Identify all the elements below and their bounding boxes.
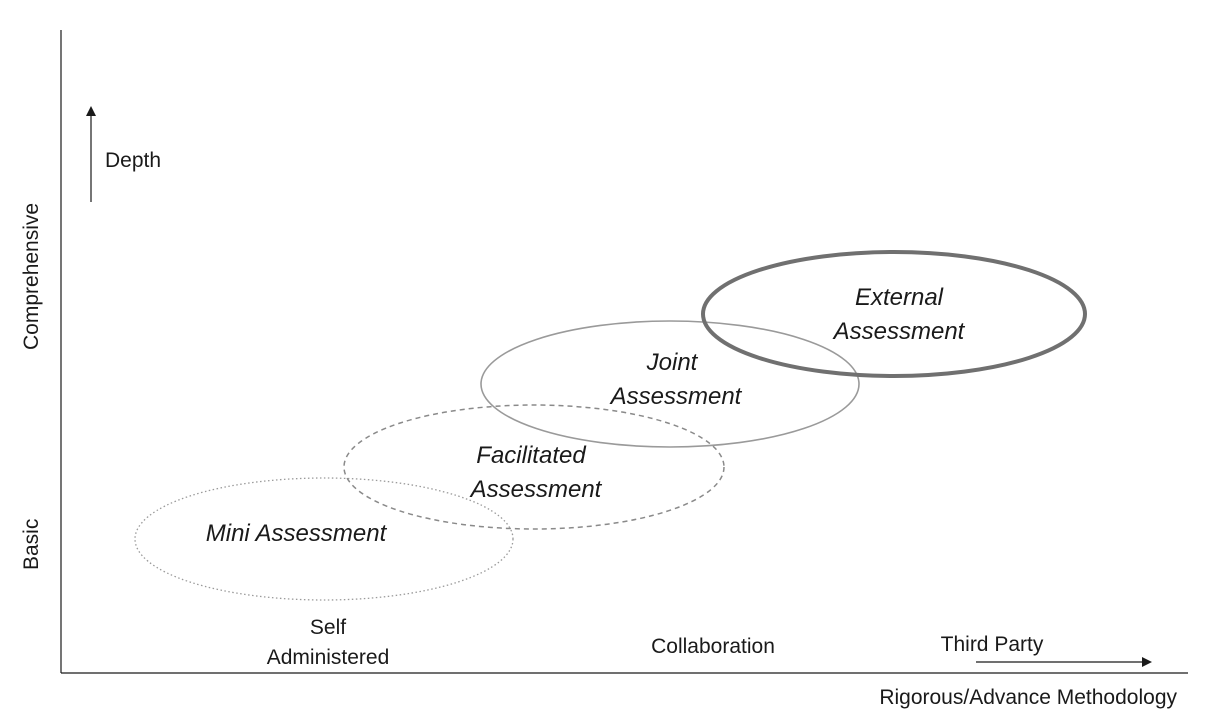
y-low-label: Basic [20,519,43,570]
external-label-line2: Assessment [832,318,966,345]
external-label-line1: External [855,284,944,311]
facilitated-label-line2: Assessment [469,476,603,503]
depth-label: Depth [105,149,161,172]
facilitated-assessment-ellipse [343,404,725,530]
joint-label-line2: Assessment [609,383,743,410]
x-axis-label: Rigorous/Advance Methodology [879,686,1177,709]
facilitated-label-line1: Facilitated [476,442,586,469]
mini-assessment-ellipse [134,477,514,601]
third-party-label: Third Party [941,633,1044,656]
self-label-line1: Self [310,616,346,639]
joint-assessment-ellipse [480,320,860,448]
joint-label-line1: Joint [646,349,699,376]
collaboration-label: Collaboration [651,635,775,658]
self-label-line2: Administered [267,646,390,669]
y-high-label: Comprehensive [20,203,43,350]
external-assessment-ellipse [701,250,1087,378]
mini-assessment-label: Mini Assessment [206,520,388,547]
